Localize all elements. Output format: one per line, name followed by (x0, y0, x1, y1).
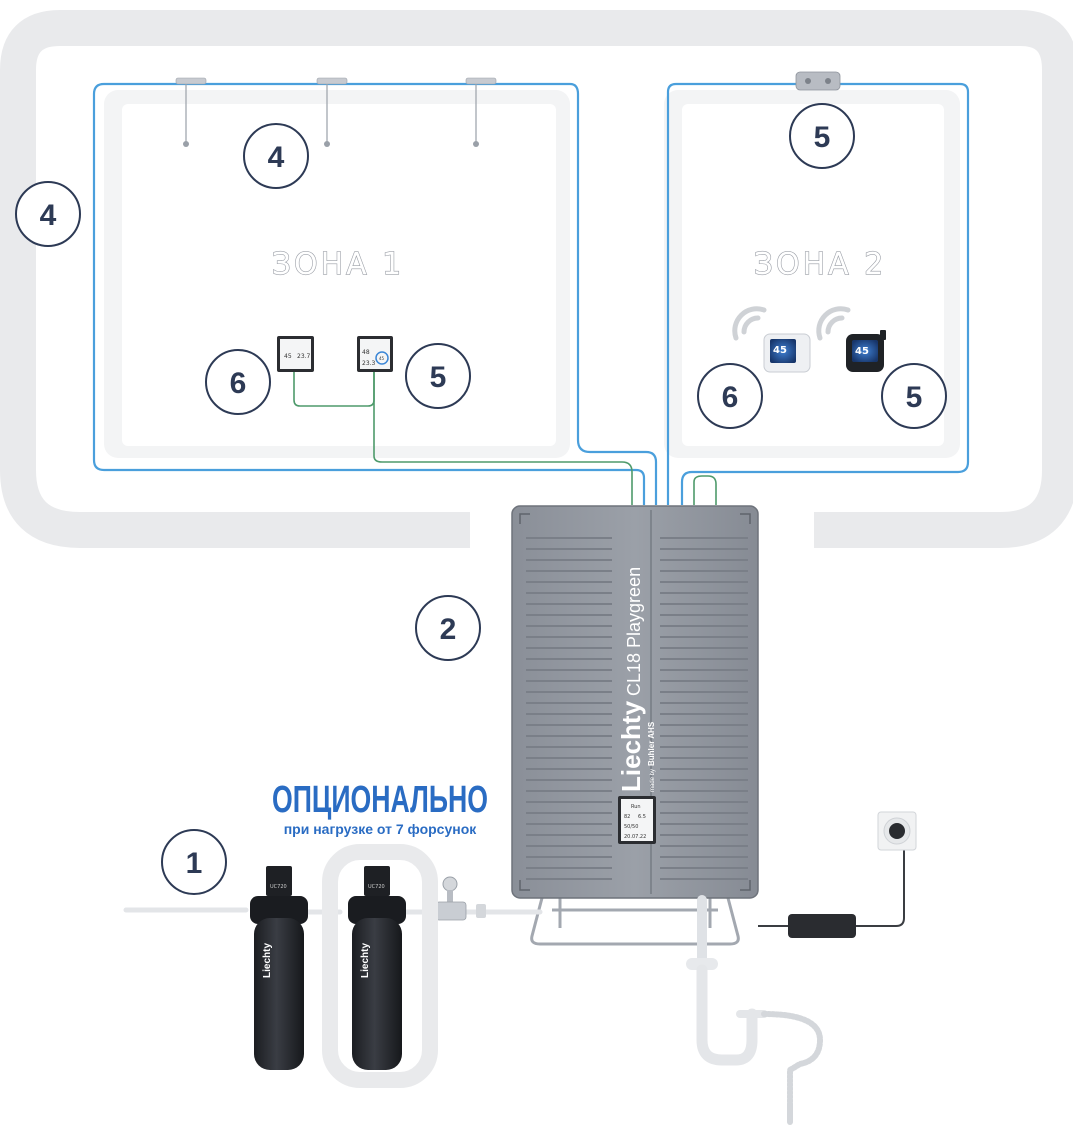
wall-socket (877, 811, 917, 851)
marker-number: 6 (722, 381, 739, 414)
unit-control-panel[interactable]: Run 82 6.5 50/50 20.07.22 (618, 796, 656, 844)
wireless-controller: 45 (846, 330, 886, 372)
optional-subtitle: при нагрузке от 7 форсунок (284, 821, 478, 837)
filter-head-label: UC720 (368, 884, 385, 890)
filter-brand: Liechty (262, 943, 273, 978)
unit-made-by-prefix: made by (650, 769, 656, 792)
unit-fins (526, 537, 748, 880)
panel-date: 20.07.22 (624, 834, 646, 840)
pressure-valve (435, 876, 486, 921)
panel-value-left: 82 (624, 814, 630, 820)
zone-1-hygrostat: 48 23.3 45 (357, 336, 393, 372)
hygrostat-top-value: 48 (362, 349, 370, 356)
panel-status: 50/50 (624, 824, 638, 830)
wifi-signal-icon (816, 306, 851, 341)
optional-title: ОПЦИОНАЛЬНО (272, 779, 488, 821)
marker-4-zone-2: 5 (789, 103, 855, 169)
marker-1: 1 (161, 829, 227, 895)
zone-2-label: ЗОНА 2 (754, 247, 887, 282)
marker-6-zone-1: 6 (205, 349, 271, 415)
marker-number: 5 (814, 121, 831, 154)
thermostat-right-value: 23.7 (297, 353, 311, 360)
unit-stand (530, 897, 740, 946)
control-cables (293, 370, 717, 505)
marker-6-zone-2: 6 (697, 363, 763, 429)
zone-1-label: ЗОНА 1 (272, 247, 405, 282)
zone-2-nozzle-block (795, 71, 841, 91)
hygrostat-ring-value: 45 (379, 356, 385, 361)
humidifier-unit: Liechty CL18 Playgreen made by Buhler AH… (511, 505, 759, 946)
nozzle (316, 77, 348, 147)
panel-value-right: 6.5 (638, 814, 646, 820)
marker-2: 2 (415, 595, 481, 661)
marker-number: 4 (40, 199, 57, 232)
zone-1-nozzles (175, 77, 497, 147)
drain-siphon (686, 895, 824, 1125)
nozzle (175, 77, 207, 147)
marker-number: 4 (268, 141, 285, 174)
water-filter-optional: UC720 Liechty (348, 866, 406, 1070)
power-adapter (758, 846, 905, 938)
filter-head-label: UC720 (270, 884, 287, 890)
unit-made-by-company: Buhler AHS (647, 721, 656, 766)
water-filter: UC720 Liechty (250, 866, 308, 1070)
marker-number: 1 (186, 847, 203, 880)
marker-3: 4 (15, 181, 81, 247)
wifi-signal-icon (732, 306, 767, 341)
hygrostat-bottom-value: 23.3 (362, 360, 376, 367)
marker-5-zone-2: 5 (881, 363, 947, 429)
marker-number: 5 (430, 361, 447, 394)
marker-number: 6 (230, 367, 247, 400)
unit-brand: Liechty (616, 700, 646, 792)
marker-number: 5 (906, 381, 923, 414)
zone-1-thermostat: 45 23.7 (277, 336, 314, 372)
panel-mode: Run (631, 804, 641, 810)
unit-model: CL18 Playgreen (624, 567, 644, 696)
optional-filter-highlight (322, 844, 438, 1088)
filter-brand: Liechty (360, 943, 371, 978)
wireless-humidity-sensor: 45 (763, 333, 811, 373)
controller-reading: 45 (855, 346, 869, 357)
nozzle (465, 77, 497, 147)
thermostat-left-value: 45 (284, 353, 292, 360)
sensor-reading: 45 (773, 345, 787, 356)
marker-number: 2 (440, 613, 457, 646)
marker-4-zone-1: 4 (243, 123, 309, 189)
house-outline-frame (0, 10, 1073, 548)
marker-5-zone-1: 5 (405, 343, 471, 409)
